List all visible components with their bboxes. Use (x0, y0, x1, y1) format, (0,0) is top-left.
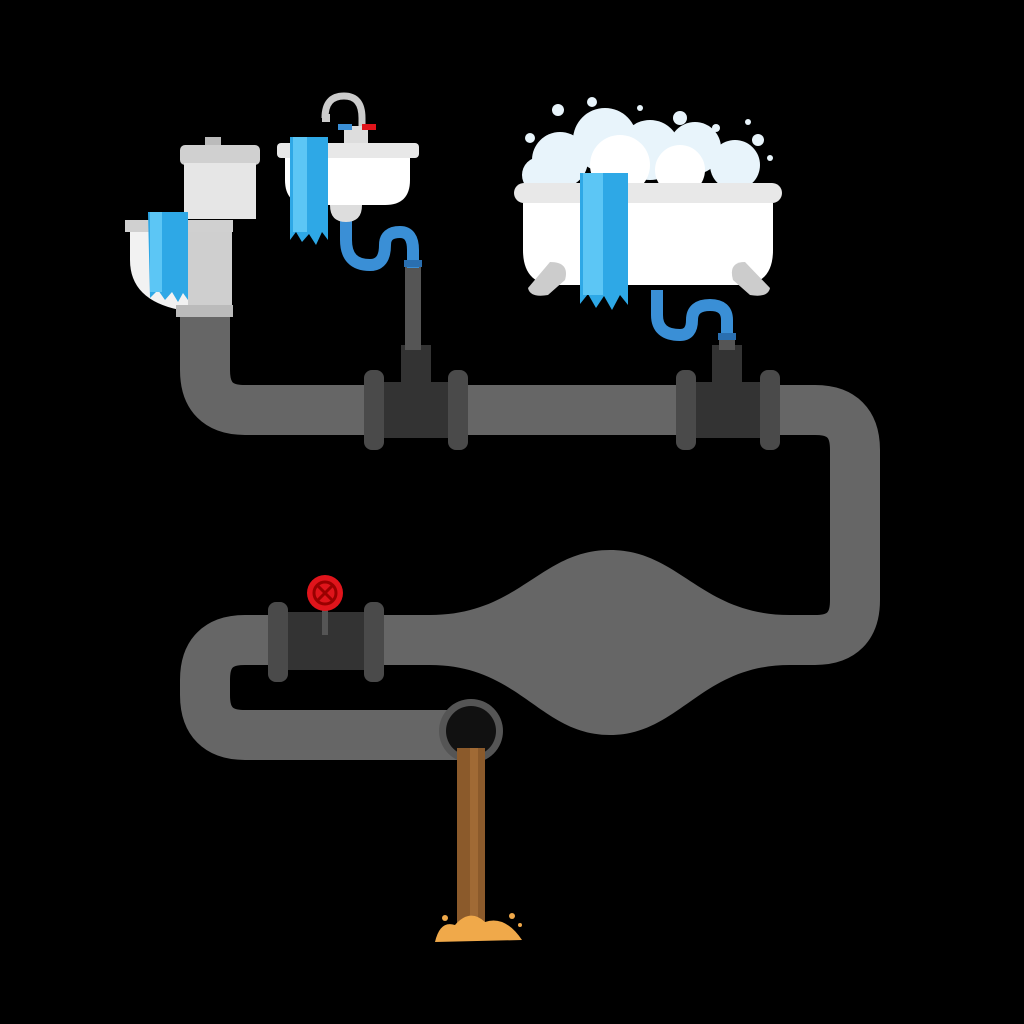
valve-coupling (268, 602, 384, 682)
sink-icon (277, 92, 419, 245)
pipe-coupling (364, 345, 468, 450)
bathtub-icon (514, 97, 782, 310)
drain-icon (439, 699, 503, 763)
bathtub-drain (651, 290, 736, 350)
pipe-coupling (676, 345, 780, 450)
sewage-stream (435, 748, 522, 942)
valve-icon[interactable] (307, 575, 343, 635)
foam (522, 97, 773, 195)
sink-drain (340, 220, 422, 350)
sewer-pipes (180, 305, 880, 760)
pipe-bulge (430, 550, 790, 735)
toilet-icon (125, 137, 260, 317)
